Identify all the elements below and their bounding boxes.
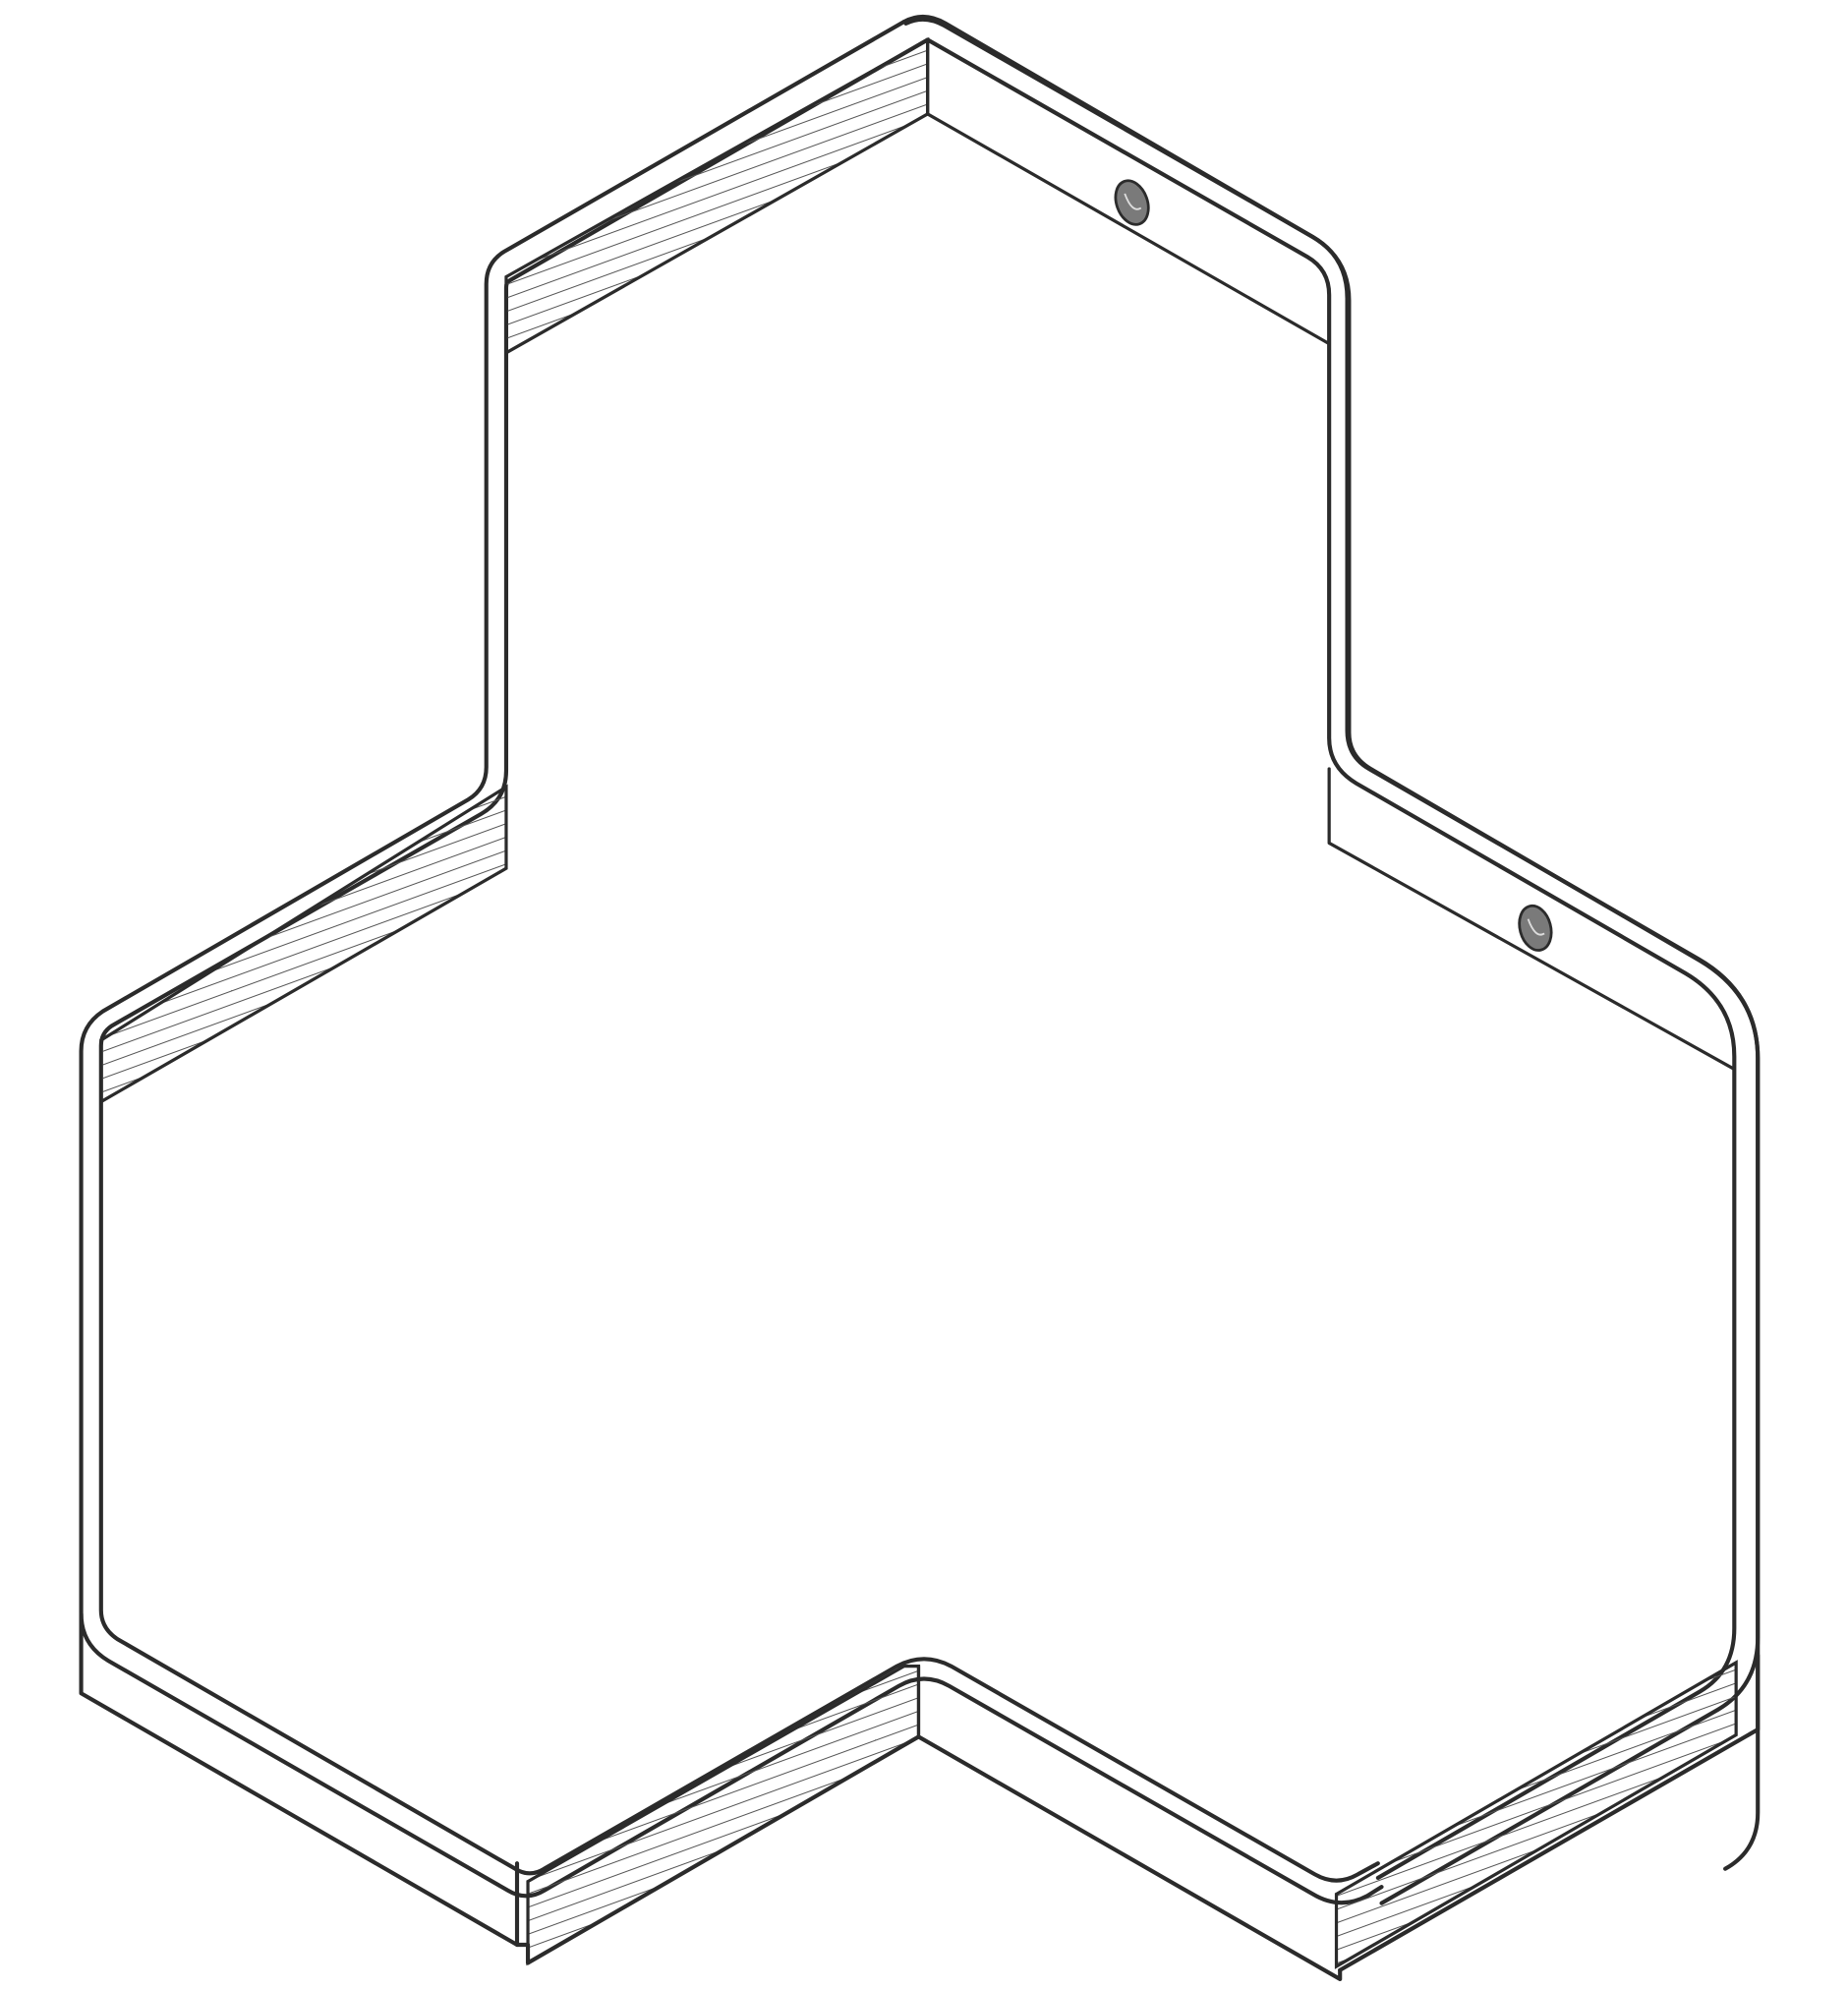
base-outline-left <box>79 1611 520 1948</box>
outer-rim <box>903 17 1761 1871</box>
tab-right <box>1518 904 1553 952</box>
tab-top <box>1114 179 1150 226</box>
outer-lip-left <box>79 20 1384 1905</box>
inner-back-edge-top-right <box>926 112 1331 346</box>
wall-face-bottom-center-left <box>526 1665 921 1966</box>
inner-lip-left <box>98 37 1380 1883</box>
wall-face-top-left <box>504 36 930 356</box>
inner-edge-right-lower <box>1327 767 1736 1072</box>
base-outline-bottom-left <box>525 1734 1343 1982</box>
base-outline-bottom-right <box>1338 1653 1761 1972</box>
inner-lip-outline <box>925 37 1737 1880</box>
wall-face-mid-left <box>99 784 508 1105</box>
base-outline-front-left <box>514 1942 531 1965</box>
wall-face-bottom-right <box>1334 1660 1738 1969</box>
outer-lip-outline <box>901 14 1761 1905</box>
